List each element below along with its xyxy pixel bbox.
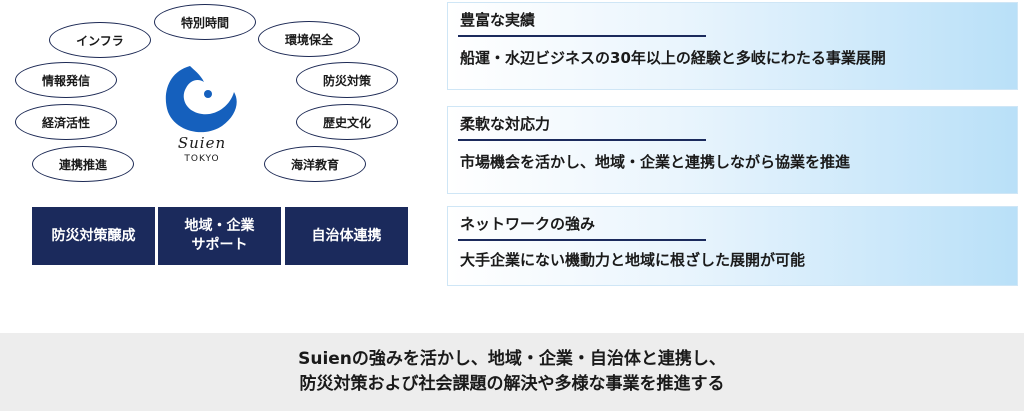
- oval-rekishi-bunka: 歴史文化: [296, 104, 398, 140]
- box-bosai-label: 防災対策醸成: [51, 227, 136, 244]
- suien-logo-icon: [165, 66, 237, 133]
- footer-banner: Suienの強みを活かし、地域・企業・自治体と連携し、 防災対策および社会課題の…: [0, 333, 1024, 411]
- panel-achievements: 豊富な実績 船運・水辺ビジネスの30年以上の経験と多岐にわたる事業展開: [447, 2, 1018, 90]
- box-chiiki: 地域・企業 サポート: [158, 207, 281, 265]
- oval-tokubetsu-jikan: 特別時間: [154, 4, 256, 40]
- logo-sub: TOKYO: [184, 154, 220, 164]
- oval-kaiyo-kyoiku: 海洋教育: [264, 146, 366, 182]
- oval-renkei-suishin: 連携推進: [32, 146, 134, 182]
- panel-title: 柔軟な対応力: [460, 115, 551, 133]
- panel-flexibility: 柔軟な対応力 市場機会を活かし、地域・企業と連携しながら協業を推進: [447, 106, 1018, 194]
- footer-line1: Suienの強みを活かし、地域・企業・自治体と連携し、: [298, 349, 726, 369]
- oval-keizai-kassei: 経済活性: [15, 104, 117, 140]
- panel-body: 大手企業にない機動力と地域に根ざした展開が可能: [460, 251, 806, 269]
- box-jichitai: 自治体連携: [285, 207, 408, 265]
- oval-bosai-taisaku: 防災対策: [296, 62, 398, 98]
- box-bosai: 防災対策醸成: [32, 207, 155, 265]
- panel-body: 船運・水辺ビジネスの30年以上の経験と多岐にわたる事業展開: [460, 49, 886, 67]
- panel-divider: [458, 139, 706, 141]
- panel-divider: [458, 35, 706, 37]
- panel-title: ネットワークの強み: [460, 215, 596, 233]
- oval-kankyo-hozen: 環境保全: [258, 21, 360, 57]
- box-chiiki-line2: サポート: [191, 237, 248, 253]
- oval-joho-hasshin: 情報発信: [15, 62, 117, 98]
- panel-body: 市場機会を活かし、地域・企業と連携しながら協業を推進: [460, 153, 851, 171]
- panel-network: ネットワークの強み 大手企業にない機動力と地域に根ざした展開が可能: [447, 206, 1018, 286]
- logo-name: Suien: [177, 134, 227, 152]
- footer-line2: 防災対策および社会課題の解決や多様な事業を推進する: [299, 374, 725, 394]
- oval-infura: インフラ: [49, 22, 151, 58]
- panel-divider: [458, 239, 706, 241]
- box-chiiki-line1: 地域・企業: [184, 218, 255, 234]
- panel-title: 豊富な実績: [460, 11, 536, 29]
- box-jichitai-label: 自治体連携: [311, 227, 382, 244]
